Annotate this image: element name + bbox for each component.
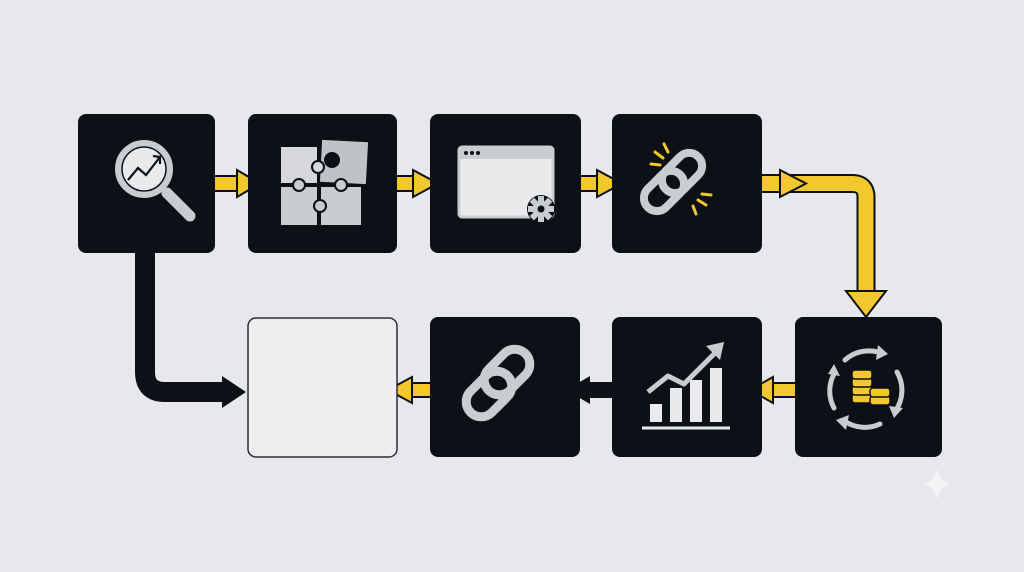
node-step-1	[78, 114, 215, 253]
node-step-3	[430, 114, 581, 253]
node-step-4	[612, 114, 762, 253]
browser-gear-icon	[457, 145, 555, 223]
node-step-7	[430, 317, 580, 457]
magnifier-trend-icon	[115, 140, 196, 222]
puzzle-icon	[279, 137, 371, 227]
broken-link-icon	[639, 142, 713, 216]
node-step-5	[795, 317, 942, 457]
coins-cycle-icon	[827, 345, 905, 430]
sparkle-watermark-icon	[923, 468, 951, 500]
node-step-8	[247, 317, 398, 458]
chain-link-icon	[461, 344, 535, 422]
node-step-6	[612, 317, 762, 457]
connector-step-4-to-step-5	[752, 168, 889, 319]
bar-chart-growth-icon	[642, 342, 730, 430]
spark-lines	[649, 142, 713, 216]
empty-box	[247, 317, 398, 458]
node-step-2	[248, 114, 397, 253]
connector-step-1-to-step-8	[135, 252, 246, 408]
